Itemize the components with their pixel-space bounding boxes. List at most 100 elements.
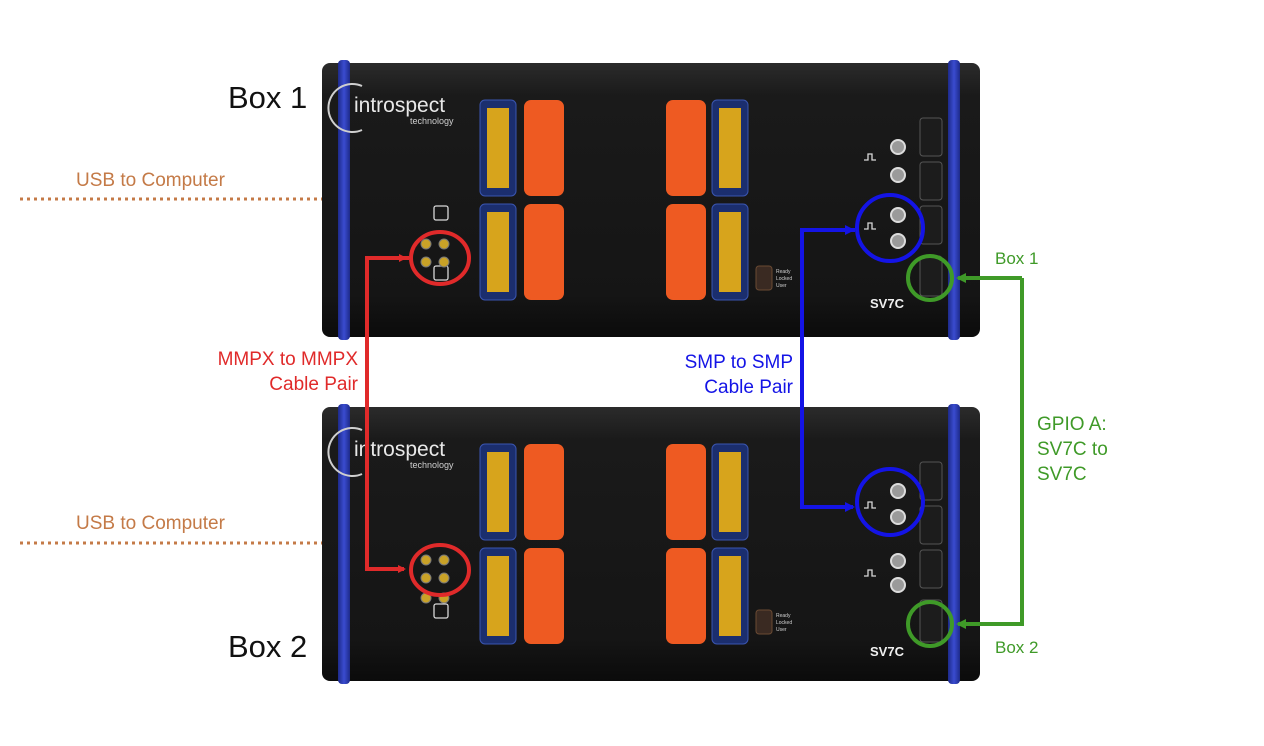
instrument-box-1: introspect technology [322,60,980,340]
mmpx-connector[interactable] [420,572,432,584]
mmpx-connector[interactable] [438,238,450,250]
gpio-port[interactable] [919,549,943,589]
connector-bank-left [479,443,564,645]
smp-connector[interactable] [890,167,906,183]
connector-bank-right [666,99,749,301]
yellow-connector-pins [487,212,509,292]
box-1-title: Box 1 [228,80,308,115]
usb-label-1: USB to Computer [76,170,225,191]
left-bezel [338,60,350,340]
gpio-label-line-2: SV7C to [1037,439,1108,460]
orange-connector[interactable] [666,548,706,644]
status-ready-label: Ready [776,269,791,275]
gpio-port[interactable] [919,161,943,201]
smp-connectors-upper [864,139,906,183]
mmpx-label-line-2: Cable Pair [269,374,358,395]
gpio-label-line-3: SV7C [1037,464,1087,485]
logo-subtext: technology [410,460,454,470]
trigger-pulse-icon [864,222,876,230]
gpio-port[interactable] [919,461,943,501]
mmpx-connector[interactable] [420,238,432,250]
trigger-pulse-icon [864,153,876,161]
smp-connector[interactable] [890,509,906,525]
gpio-port[interactable] [919,117,943,157]
mmpx-connector[interactable] [420,554,432,566]
usb-label-2: USB to Computer [76,513,225,534]
mmpx-cable-label: MMPX to MMPX Cable Pair [180,347,358,397]
trigger-pulse-icon [864,569,876,577]
orange-connector[interactable] [524,548,564,644]
gpio-port-a[interactable] [919,255,943,297]
orange-connector[interactable] [666,444,706,540]
clock-out-icon [433,603,449,619]
mmpx-connector[interactable] [438,554,450,566]
right-bezel [948,404,960,684]
model-label: SV7C [870,644,905,659]
smp-cable-label: SMP to SMP Cable Pair [620,350,793,400]
gpio-port[interactable] [919,205,943,245]
status-led-icon [755,265,773,291]
gpio-box-2-label: Box 2 [995,638,1039,657]
orange-connector[interactable] [524,444,564,540]
connector-bank-left [479,99,564,301]
yellow-connector-pins [719,212,741,292]
mmpx-label-line-1: MMPX to MMPX [217,349,358,370]
yellow-connector-pins [487,452,509,532]
orange-connector[interactable] [524,100,564,196]
gpio-highlight-2 [906,600,954,648]
orange-connector[interactable] [666,100,706,196]
model-label: SV7C [870,296,905,311]
yellow-connector-pins [719,452,741,532]
smp-highlight-1 [855,193,925,263]
yellow-connector-pins [487,556,509,636]
gpio-port-column [919,461,943,643]
logo-arc-icon [327,83,363,133]
instrument-box-2: introspect technology Re [322,404,980,684]
smp-connectors-upper [864,483,906,525]
smp-highlight-2 [855,467,925,537]
gpio-cable-label: GPIO A: SV7C to SV7C [1037,412,1108,487]
status-locked-label: Locked [776,620,792,626]
right-bezel [948,60,960,340]
status-user-label: User [776,283,787,289]
smp-label-line-2: Cable Pair [704,377,793,398]
gpio-label-line-1: GPIO A: [1037,414,1107,435]
yellow-connector-pins [719,108,741,188]
gpio-port-column [919,117,943,297]
orange-connector[interactable] [524,204,564,300]
box-2-title: Box 2 [228,629,308,664]
mmpx-connector[interactable] [438,572,450,584]
yellow-connector-pins [719,556,741,636]
mmpx-highlight-1 [409,230,471,286]
trigger-pulse-icon [864,501,876,509]
mmpx-connector[interactable] [420,256,432,268]
status-ready-label: Ready [776,613,791,619]
smp-connectors-lower [864,553,906,593]
smp-connector[interactable] [890,233,906,249]
smp-connector[interactable] [890,577,906,593]
mmpx-port-cluster [420,205,450,281]
connector-bank-right [666,443,749,645]
orange-connector[interactable] [666,204,706,300]
smp-connector[interactable] [890,483,906,499]
gpio-box-1-label: Box 1 [995,249,1039,268]
gpio-port[interactable] [919,505,943,545]
logo-text: introspect [354,94,445,117]
smp-connectors-lower [864,207,906,249]
gpio-highlight-1 [906,254,954,302]
smp-label-line-1: SMP to SMP [684,352,793,373]
mmpx-connector[interactable] [438,256,450,268]
left-bezel [338,404,350,684]
status-user-label: User [776,627,787,633]
mmpx-highlight-2 [409,543,471,597]
yellow-connector-pins [487,108,509,188]
logo-subtext: technology [410,116,454,126]
clock-in-icon [433,205,449,221]
status-led-icon [755,609,773,635]
status-locked-label: Locked [776,276,792,282]
smp-connector[interactable] [890,553,906,569]
gpio-port-a[interactable] [919,599,943,643]
smp-connector[interactable] [890,207,906,223]
smp-connector[interactable] [890,139,906,155]
